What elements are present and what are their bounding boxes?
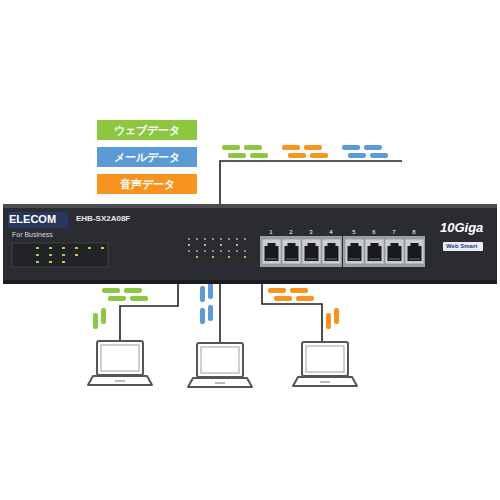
port-number: 1: [269, 229, 272, 235]
laptop-icon: [88, 341, 357, 387]
port-number: 4: [329, 229, 332, 235]
brand-subtitle: For Business: [12, 231, 53, 239]
port-number: 3: [309, 229, 312, 235]
port-number: 7: [392, 229, 395, 235]
legend-text: 音声データ: [120, 177, 175, 192]
feature-badge: Web Smart: [446, 243, 477, 250]
speed-logo: 10Giga: [440, 221, 483, 235]
legend-swatch: ウェブデータ: [97, 120, 197, 140]
switch-panel: ELECOM For Business EHB-SX2A08F 10GigaWeb S…: [3, 204, 497, 284]
legend-swatch: 音声データ: [97, 174, 197, 194]
switch-body: [3, 204, 497, 284]
port-number: 6: [372, 229, 375, 235]
model-number: EHB-SX2A08F: [76, 215, 130, 224]
brand-logo: ELECOM: [9, 213, 56, 225]
legend-swatch: メールデータ: [97, 147, 197, 167]
port-number: 5: [352, 229, 355, 235]
legend-text: ウェブデータ: [114, 123, 180, 138]
port-number: 8: [412, 229, 415, 235]
legend-text: メールデータ: [114, 150, 180, 165]
port-number: 2: [289, 229, 292, 235]
